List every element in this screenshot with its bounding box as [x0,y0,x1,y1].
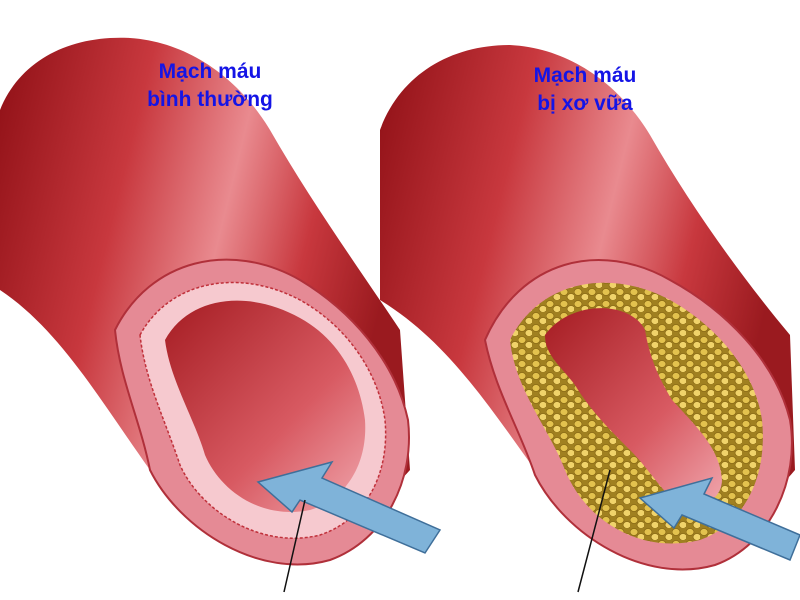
narrowed-lumen [545,308,722,507]
label-line: Mạch máu [533,64,637,87]
blood-flow-arrow [638,476,800,561]
label-line: bình thường [147,88,273,111]
blood-flow-arrow [256,460,442,554]
vessel-lumen [165,300,366,512]
pointer-line [283,499,306,593]
atherosclerotic-vessel-label: Mạch máu bị xơ vữa [520,62,650,118]
normal-vessel-label: Mạch máu bình thường [140,58,280,114]
label-line: bị xơ vữa [537,92,633,115]
label-line: Mạch máu [158,60,262,83]
pointer-line [577,469,611,593]
atherosclerotic-vessel [380,45,800,593]
normal-vessel [0,37,442,593]
